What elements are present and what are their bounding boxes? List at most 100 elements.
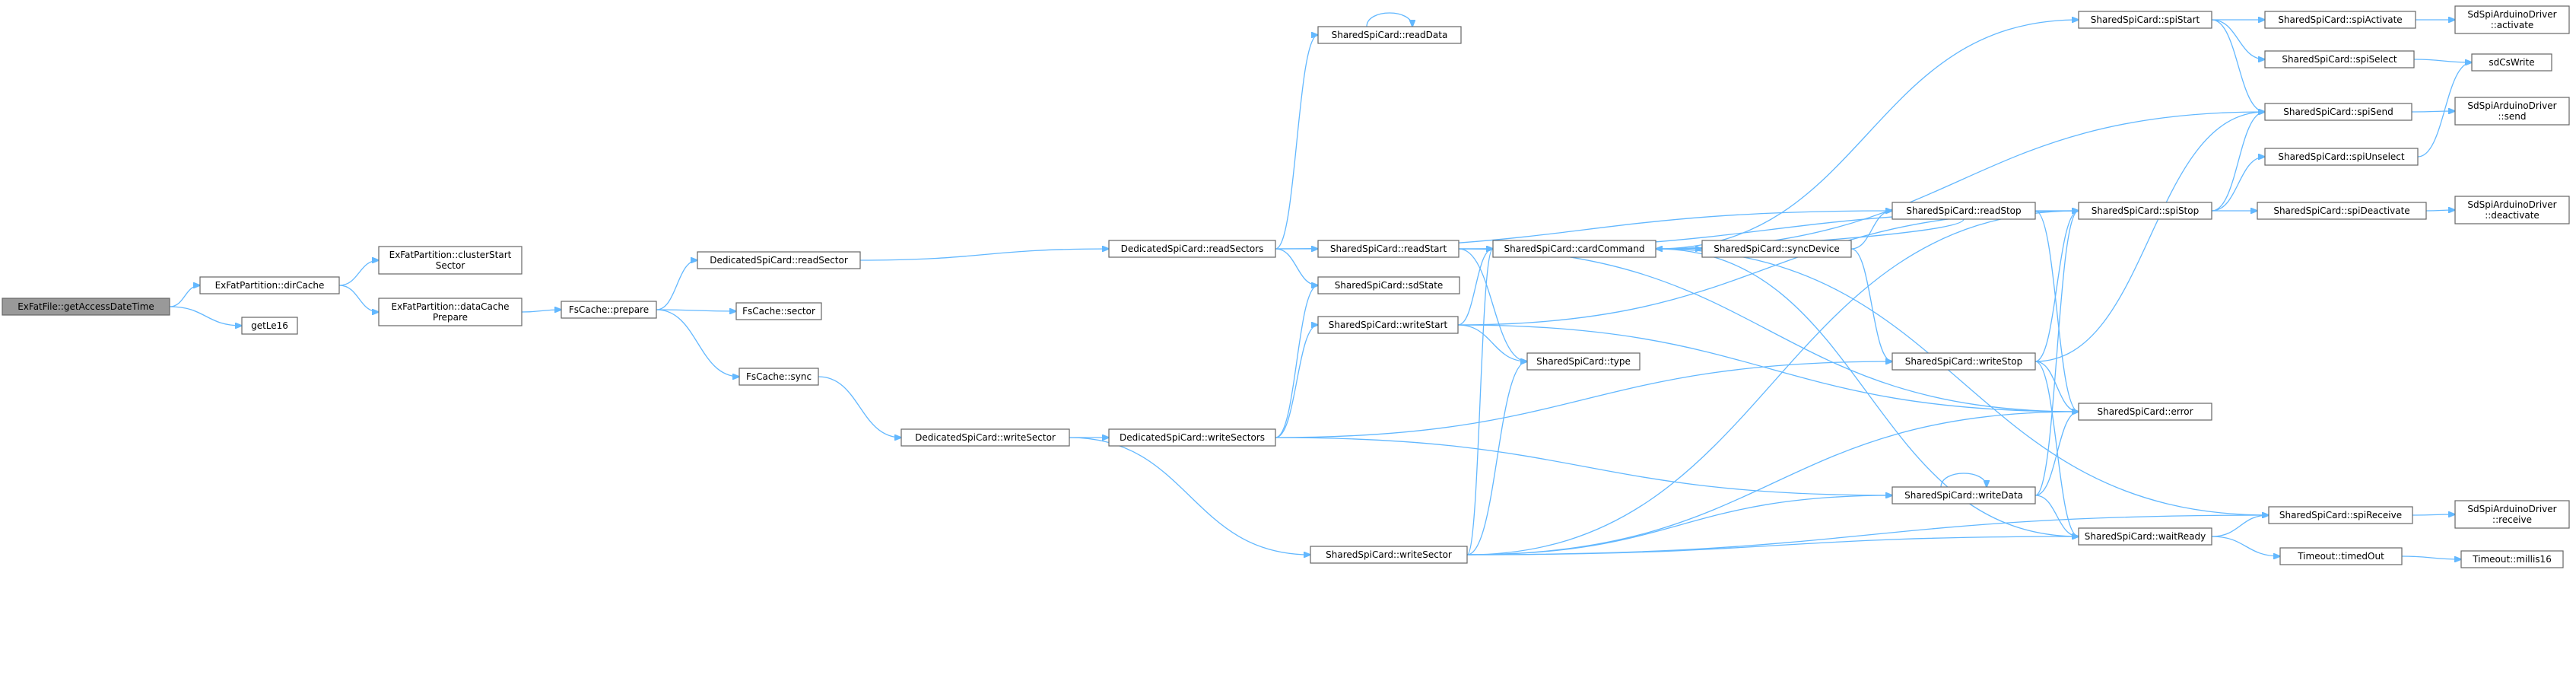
- node-box: [378, 298, 523, 326]
- node-readStart[interactable]: SharedSpiCard::readStart: [1317, 240, 1460, 258]
- node-readData[interactable]: SharedSpiCard::readData: [1317, 26, 1462, 44]
- node-label: Timeout::millis16: [2472, 554, 2552, 565]
- node-box: [2454, 5, 2570, 34]
- node-dReadSector[interactable]: DedicatedSpiCard::readSector: [697, 251, 861, 269]
- node-dWriteSector[interactable]: DedicatedSpiCard::writeSector: [900, 428, 1070, 447]
- edge-dWriteSectors-to-writeStart: [1275, 325, 1318, 438]
- node-label: FsCache::prepare: [569, 304, 649, 315]
- node-waitReady[interactable]: SharedSpiCard::waitReady: [2078, 527, 2212, 546]
- node-prepare[interactable]: FsCache::prepare: [561, 301, 657, 319]
- edge-waitReady-to-timedOut: [2211, 536, 2280, 556]
- node-box: [2454, 500, 2570, 529]
- node-spiSend[interactable]: SharedSpiCard::spiSend: [2264, 103, 2412, 121]
- node-writeData[interactable]: SharedSpiCard::writeData: [1892, 486, 2036, 505]
- node-box: [738, 368, 819, 386]
- node-box: [2460, 550, 2564, 568]
- edge-dWriteSectors-to-sdState: [1275, 285, 1318, 438]
- edge-spiDeactivate-to-drvDeactivate: [2425, 210, 2455, 211]
- edge-sWriteSector-to-waitReady: [1466, 536, 2079, 555]
- edge-sWriteSector-to-cardCommand: [1466, 249, 1493, 555]
- node-label: SharedSpiCard::error: [2097, 406, 2193, 417]
- node-dirCache[interactable]: ExFatPartition::dirCache: [199, 276, 340, 294]
- node-spiStop[interactable]: SharedSpiCard::spiStop: [2078, 202, 2212, 220]
- node-label: getLe16: [251, 320, 288, 331]
- node-label: SdSpiArduinoDriver: [2467, 9, 2556, 20]
- node-root[interactable]: ExFatFile::getAccessDateTime: [2, 298, 170, 316]
- edge-dirCache-to-clusterStart: [338, 260, 379, 286]
- node-dReadSectors[interactable]: DedicatedSpiCard::readSectors: [1108, 240, 1276, 258]
- edge-sync-to-dWriteSector: [818, 376, 901, 438]
- node-label: SharedSpiCard::spiUnselect: [2278, 151, 2405, 162]
- node-spiActivate[interactable]: SharedSpiCard::spiActivate: [2264, 11, 2416, 29]
- node-box: [1492, 240, 1656, 258]
- node-sector[interactable]: FsCache::sector: [735, 302, 822, 320]
- node-label: SharedSpiCard::writeData: [1904, 490, 2023, 501]
- edge-dReadSector-to-dReadSectors: [859, 249, 1109, 261]
- node-spiStart[interactable]: SharedSpiCard::spiStart: [2078, 11, 2212, 29]
- node-box: [697, 251, 861, 269]
- node-drvReceive[interactable]: SdSpiArduinoDriver::receive: [2454, 500, 2570, 529]
- node-sdState[interactable]: SharedSpiCard::sdState: [1317, 276, 1460, 294]
- edge-prepare-to-dReadSector: [656, 260, 697, 310]
- node-box: [1317, 240, 1460, 258]
- node-sdCsWrite[interactable]: sdCsWrite: [2471, 53, 2552, 72]
- node-spiSelect[interactable]: SharedSpiCard::spiSelect: [2264, 50, 2415, 68]
- node-getLe16[interactable]: getLe16: [241, 317, 298, 335]
- edge-cardCommand-to-spiStart: [1655, 20, 2079, 250]
- node-box: [2471, 53, 2552, 72]
- node-writeStart[interactable]: SharedSpiCard::writeStart: [1317, 316, 1459, 334]
- node-box: [378, 246, 523, 275]
- node-box: [2078, 527, 2212, 546]
- node-box: [2078, 202, 2212, 220]
- node-dWriteSectors[interactable]: DedicatedSpiCard::writeSectors: [1108, 428, 1276, 447]
- node-label: ExFatFile::getAccessDateTime: [17, 301, 154, 312]
- node-error[interactable]: SharedSpiCard::error: [2078, 403, 2212, 421]
- node-spiUnselect[interactable]: SharedSpiCard::spiUnselect: [2264, 148, 2419, 166]
- node-label: SharedSpiCard::cardCommand: [1504, 244, 1645, 254]
- node-sWriteSector[interactable]: SharedSpiCard::writeSector: [1310, 546, 1468, 564]
- node-writeStop[interactable]: SharedSpiCard::writeStop: [1892, 352, 2036, 371]
- node-box: [2078, 403, 2212, 421]
- node-label: DedicatedSpiCard::readSector: [710, 255, 848, 266]
- node-spiDeactivate[interactable]: SharedSpiCard::spiDeactivate: [2257, 202, 2427, 220]
- node-label: Timeout::timedOut: [2297, 551, 2384, 562]
- node-label: SharedSpiCard::spiActivate: [2278, 14, 2402, 25]
- node-label: FsCache::sync: [746, 371, 812, 382]
- edge-dWriteSector-to-sWriteSector: [1069, 437, 1310, 555]
- node-label: ExFatPartition::clusterStart: [389, 250, 512, 260]
- node-label: SharedSpiCard::readData: [1332, 30, 1448, 40]
- node-readStop[interactable]: SharedSpiCard::readStop: [1892, 202, 2036, 220]
- node-type[interactable]: SharedSpiCard::type: [1526, 352, 1641, 371]
- node-box: [2268, 506, 2413, 524]
- edge-writeData-to-spiStop: [2034, 211, 2079, 496]
- edge-sWriteSector-to-spiReceive: [1466, 515, 2269, 555]
- node-box: [1892, 202, 2036, 220]
- node-syncDevice[interactable]: SharedSpiCard::syncDevice: [1701, 240, 1852, 258]
- edge-writeData-to-writeData: [1940, 473, 1987, 487]
- node-box: [561, 301, 657, 319]
- node-box: [1317, 276, 1460, 294]
- edge-syncDevice-to-writeStop: [1850, 248, 1892, 361]
- edge-dWriteSectors-to-writeStop: [1275, 361, 1892, 438]
- node-cardCommand[interactable]: SharedSpiCard::cardCommand: [1492, 240, 1656, 258]
- node-box: [1317, 26, 1462, 44]
- edge-writeData-to-waitReady: [2034, 495, 2079, 536]
- node-millis16[interactable]: Timeout::millis16: [2460, 550, 2564, 568]
- node-label: Sector: [436, 260, 465, 271]
- edge-dataCache-to-prepare: [521, 310, 561, 312]
- node-box: [1310, 546, 1468, 564]
- node-timedOut[interactable]: Timeout::timedOut: [2279, 547, 2403, 565]
- node-label: SharedSpiCard::writeSector: [1326, 549, 1452, 560]
- nodes-layer: ExFatFile::getAccessDateTime ExFatPartiti…: [2, 5, 2570, 568]
- node-drvDeactivate[interactable]: SdSpiArduinoDriver::deactivate: [2454, 196, 2570, 224]
- edge-sWriteSector-to-type: [1466, 361, 1527, 555]
- node-drvSend[interactable]: SdSpiArduinoDriver::send: [2454, 97, 2570, 126]
- edge-dReadSectors-to-sdState: [1275, 248, 1318, 285]
- node-sync[interactable]: FsCache::sync: [738, 368, 819, 386]
- node-drvActivate[interactable]: SdSpiArduinoDriver::activate: [2454, 5, 2570, 34]
- node-spiReceive[interactable]: SharedSpiCard::spiReceive: [2268, 506, 2413, 524]
- edge-writeStop-to-spiStop: [2034, 211, 2079, 362]
- edge-dirCache-to-dataCache: [338, 285, 379, 312]
